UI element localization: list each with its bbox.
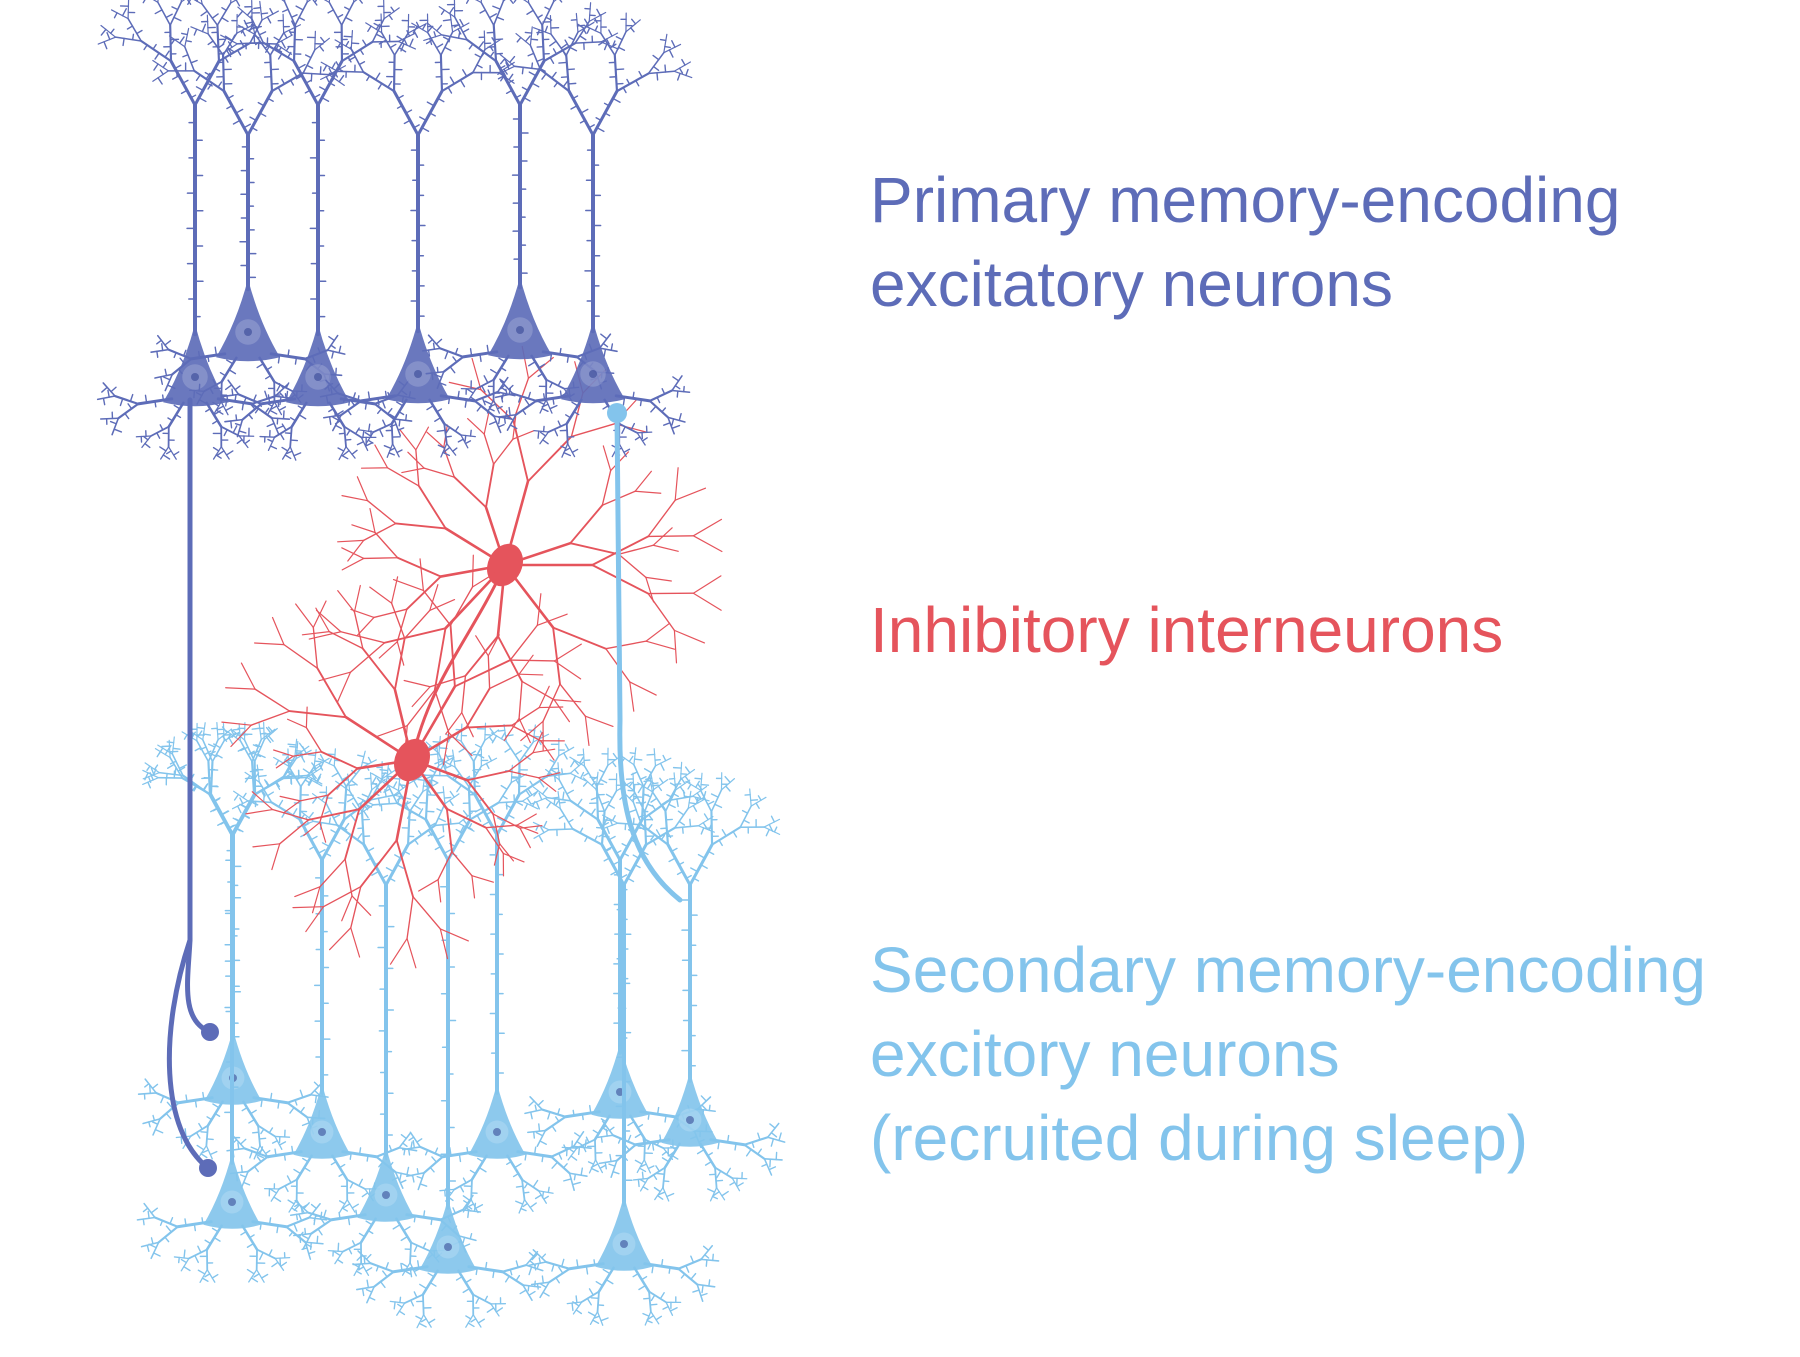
- secondary-neuron-7-soma: [203, 1153, 261, 1229]
- secondary-axon: [614, 412, 683, 903]
- secondary-neuron-2: [226, 748, 418, 1213]
- interneuron-connection: [410, 564, 507, 761]
- inhibitory-neurons-label: Inhibitory interneurons: [870, 588, 1503, 672]
- interneuron-2: [221, 554, 582, 969]
- secondary-axon-terminal: [607, 403, 627, 423]
- secondary-neuron-7: [136, 721, 328, 1283]
- secondary-neuron-9: [528, 771, 720, 1326]
- primary-label-line-1: Primary memory-encoding: [870, 164, 1621, 236]
- primary-neuron-3-soma: [286, 324, 350, 407]
- secondary-neuron-3-soma: [357, 1146, 415, 1222]
- primary-neuron-6: [494, 12, 693, 458]
- primary-neuron-1-soma: [163, 324, 227, 407]
- secondary-neuron-6-soma: [661, 1071, 719, 1147]
- secondary-neuron-4: [401, 722, 592, 1214]
- primary-axon-1: [185, 397, 213, 1035]
- primary-neuron-2-soma: [216, 279, 280, 362]
- primary-label-line-2: excitatory neurons: [870, 248, 1393, 320]
- secondary-neuron-9-soma: [595, 1195, 653, 1271]
- secondary-label-line-1: Secondary memory-encoding: [870, 934, 1706, 1006]
- secondary-neuron-layer: [136, 721, 786, 1329]
- secondary-label-line-2: excitory neurons: [870, 1018, 1340, 1090]
- axon-projections: [166, 397, 683, 1177]
- secondary-neuron-2-soma: [293, 1083, 351, 1159]
- secondary-neuron-8-soma: [419, 1198, 477, 1274]
- secondary-neuron-4-soma: [468, 1083, 526, 1159]
- secondary-neuron-6: [594, 772, 786, 1202]
- primary-neuron-2: [150, 13, 347, 416]
- secondary-label-line-3: (recruited during sleep): [870, 1102, 1529, 1174]
- primary-neuron-4-soma: [386, 321, 450, 404]
- primary-neuron-6-soma: [561, 321, 625, 404]
- primary-neuron-3: [220, 0, 417, 461]
- secondary-neuron-5-soma: [591, 1043, 649, 1119]
- primary-neuron-layer: [96, 0, 693, 461]
- secondary-neuron-3: [289, 772, 482, 1277]
- secondary-neurons-label: Secondary memory-encoding excitory neuro…: [870, 928, 1706, 1180]
- primary-axon-2-terminal: [199, 1159, 217, 1177]
- primary-axon-2: [166, 937, 211, 1171]
- primary-neuron-5-soma: [488, 277, 552, 360]
- neuron-network-illustration: [96, 0, 786, 1329]
- inhibitory-interneuron-layer: [221, 345, 723, 969]
- primary-neuron-1: [96, 0, 294, 460]
- primary-neuron-4: [319, 12, 516, 458]
- primary-axon-1-terminal: [201, 1023, 219, 1041]
- inhibitory-label-line-1: Inhibitory interneurons: [870, 594, 1504, 666]
- secondary-neuron-8: [352, 746, 544, 1329]
- primary-neurons-label: Primary memory-encoding excitatory neuro…: [870, 158, 1620, 326]
